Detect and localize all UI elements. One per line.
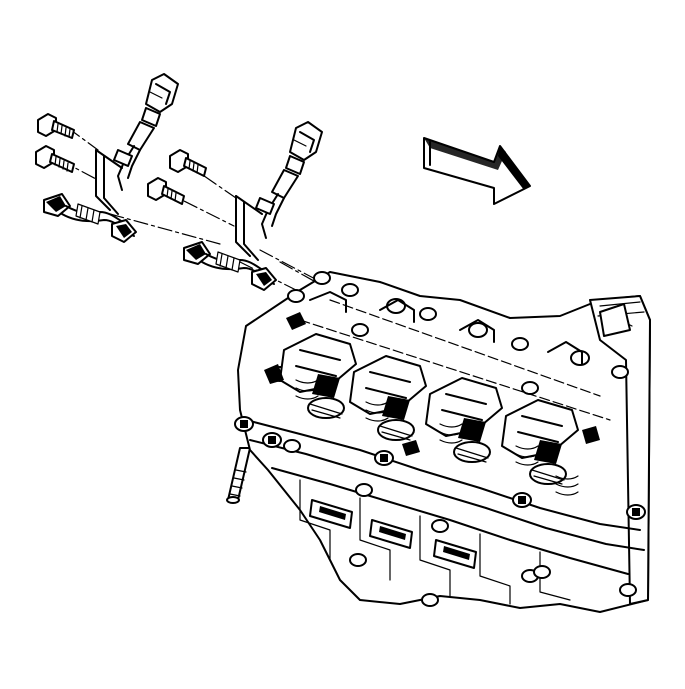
flange-bolts (234, 416, 646, 607)
stud-bolt-icon (226, 447, 251, 504)
bolt-2-icon (35, 145, 75, 173)
rocker-arm-2 (349, 355, 427, 441)
sensor-connector-1-icon (113, 73, 179, 191)
bolt-1-icon (37, 113, 75, 139)
rocker-arm-3 (425, 377, 503, 463)
rocker-arm-1 (279, 333, 357, 419)
valve-springs (295, 379, 579, 496)
bolt-3-icon (169, 149, 207, 177)
cylinder-head-assembly (234, 271, 651, 613)
wiring-harness-2-icon (183, 195, 277, 291)
wiring-harness-1-icon (43, 149, 137, 243)
shaft-ghost-lines (299, 299, 611, 421)
rocker-arm-4 (501, 399, 579, 485)
sensor-connector-2-icon (255, 121, 323, 239)
bolt-4-icon (147, 177, 185, 205)
direction-arrow-icon (423, 137, 531, 205)
